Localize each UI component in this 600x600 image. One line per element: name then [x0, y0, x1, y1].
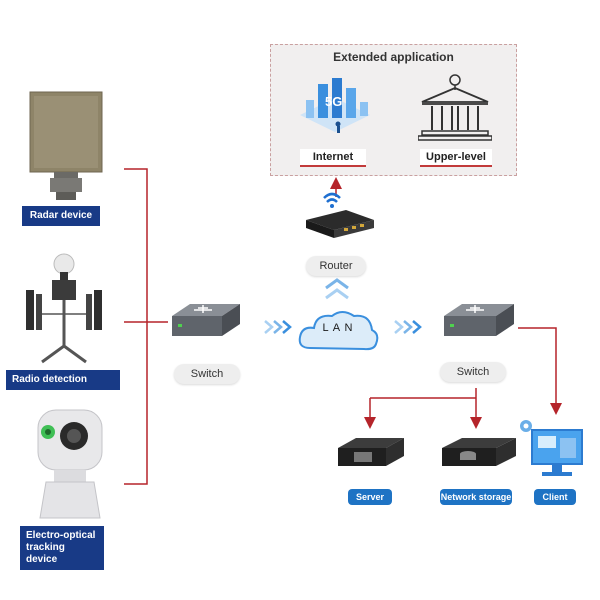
building-icon [418, 74, 492, 141]
eo-tracking-label-line2: tracking device [26, 542, 65, 565]
internet-icon: 5G [300, 78, 370, 133]
right-chevrons-right-icon [394, 320, 422, 334]
eo-tracking-label: Electro-optical tracking device [20, 526, 104, 570]
svg-text:5G: 5G [325, 94, 342, 109]
internet-label: Internet [300, 149, 366, 167]
server-icon [338, 438, 404, 466]
switch-left-label: Switch [174, 364, 240, 384]
server-label: Server [348, 489, 392, 505]
lan-label: L A N [322, 322, 354, 334]
bracket-line [124, 168, 148, 485]
router-icon [306, 192, 374, 238]
extended-application-title: Extended application [333, 50, 454, 64]
radar-device-image [29, 91, 103, 200]
up-chevrons-icon [325, 278, 349, 300]
network-storage-icon [442, 438, 516, 466]
switch-left-icon [172, 304, 240, 336]
radio-detection-label: Radio detection [6, 370, 120, 390]
client-icon [520, 420, 583, 476]
radar-device-label: Radar device [22, 206, 100, 226]
router-label: Router [306, 256, 366, 276]
eo-tracking-label-line1: Electro-optical [26, 530, 96, 541]
network-storage-label: Network storage [440, 489, 512, 505]
switch-right-icon [444, 304, 514, 336]
right-chevrons-left-icon [264, 320, 292, 334]
eo-tracking-image [37, 409, 103, 519]
client-label: Client [534, 489, 576, 505]
lan-cloud-icon [298, 311, 379, 351]
switch-to-client [518, 327, 562, 415]
switch-right-label: Switch [440, 362, 506, 382]
upper-level-label: Upper-level [420, 149, 492, 167]
radio-detection-image [26, 253, 102, 364]
